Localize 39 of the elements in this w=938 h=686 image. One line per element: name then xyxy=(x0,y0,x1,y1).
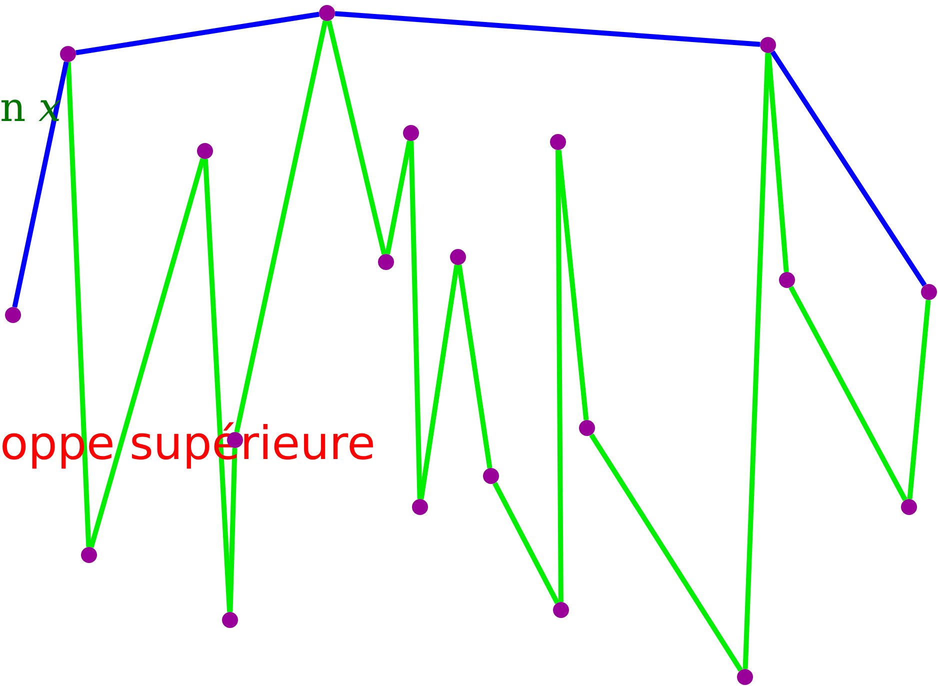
data-point xyxy=(403,125,419,141)
line-segment xyxy=(556,150,564,602)
line-segment xyxy=(76,12,320,56)
data-point xyxy=(550,134,566,150)
line-segment xyxy=(742,52,770,670)
data-point xyxy=(553,602,569,618)
line-segment xyxy=(770,50,927,287)
line-segment xyxy=(385,140,412,255)
line-segment xyxy=(589,433,743,672)
data-point xyxy=(197,143,213,159)
data-point xyxy=(60,46,76,62)
line-segment xyxy=(492,482,560,604)
data-point xyxy=(483,468,499,484)
line-segment xyxy=(326,20,387,255)
data-point xyxy=(222,612,238,628)
line-segment xyxy=(12,61,69,308)
line-segment xyxy=(228,448,238,612)
data-point xyxy=(378,254,394,270)
line-segment xyxy=(334,11,760,47)
line-segment xyxy=(907,300,931,500)
line-segment xyxy=(788,286,908,502)
line-segment xyxy=(456,264,492,468)
data-point xyxy=(81,547,97,563)
data-point xyxy=(737,669,753,685)
data-point xyxy=(450,249,466,265)
data-point xyxy=(319,5,335,21)
line-segment xyxy=(408,140,422,500)
line-segment xyxy=(88,158,206,548)
data-point xyxy=(779,272,795,288)
line-segment xyxy=(766,52,789,272)
line-segment xyxy=(66,62,92,548)
line-segment xyxy=(234,20,328,433)
data-point xyxy=(901,499,917,515)
line-segment xyxy=(418,264,460,500)
data-point xyxy=(579,420,595,436)
data-point xyxy=(5,307,21,323)
data-point xyxy=(412,499,428,515)
data-point xyxy=(921,284,937,300)
data-point xyxy=(760,37,776,53)
